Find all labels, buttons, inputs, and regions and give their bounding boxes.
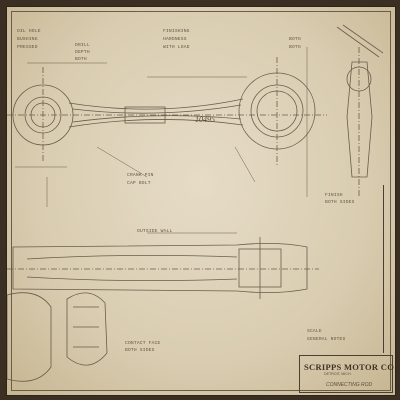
part-title: CONNECTING ROD [326, 382, 373, 388]
revision-table [383, 185, 392, 353]
note-both-right-2: BOTH [289, 45, 301, 50]
title-block: SCRIPPS MOTOR CO DETROIT, MICH. CONNECTI… [299, 355, 395, 393]
note-cap-bolt: CAP BOLT [127, 181, 151, 186]
rod-end-view [336, 24, 384, 197]
note-both: BOTH [75, 57, 87, 62]
note-pressed: PRESSED [17, 45, 38, 50]
company-name: SCRIPPS MOTOR CO [304, 362, 395, 372]
rod-plan-view [7, 237, 319, 299]
drawing-sheet: OIL HOLE BUSHING PRESSED DRILL DEPTH BOT… [6, 6, 396, 396]
note-general: GENERAL NOTES [307, 337, 346, 342]
part-number: 10495 [195, 115, 215, 124]
note-drill: DRILL [75, 43, 90, 48]
note-both-sides-right: BOTH SIDES [325, 200, 355, 205]
section-views [7, 292, 108, 382]
note-hardness: HARDNESS [163, 37, 187, 42]
note-finishing: FINISHING [163, 29, 190, 34]
note-oil-hole: OIL HOLE [17, 29, 41, 34]
note-both-right: BOTH [289, 37, 301, 42]
note-bushing: BUSHING [17, 37, 38, 42]
note-depth: DEPTH [75, 50, 90, 55]
dimension-lines [15, 47, 308, 234]
engineering-drawing [7, 24, 384, 382]
note-contact-face: CONTACT FACE [125, 341, 161, 346]
sheet-border [11, 11, 391, 391]
note-both-sides: BOTH SIDES [125, 348, 155, 353]
note-finish: FINISH [325, 193, 343, 198]
rod-top-view [7, 57, 327, 167]
company-address: DETROIT, MICH. [324, 372, 352, 376]
note-outside-wall: OUTSIDE WALL [137, 229, 173, 234]
note-with-load: WITH LOAD [163, 45, 190, 50]
note-scale: SCALE [307, 329, 322, 334]
note-crank-pin: CRANK PIN [127, 173, 154, 178]
